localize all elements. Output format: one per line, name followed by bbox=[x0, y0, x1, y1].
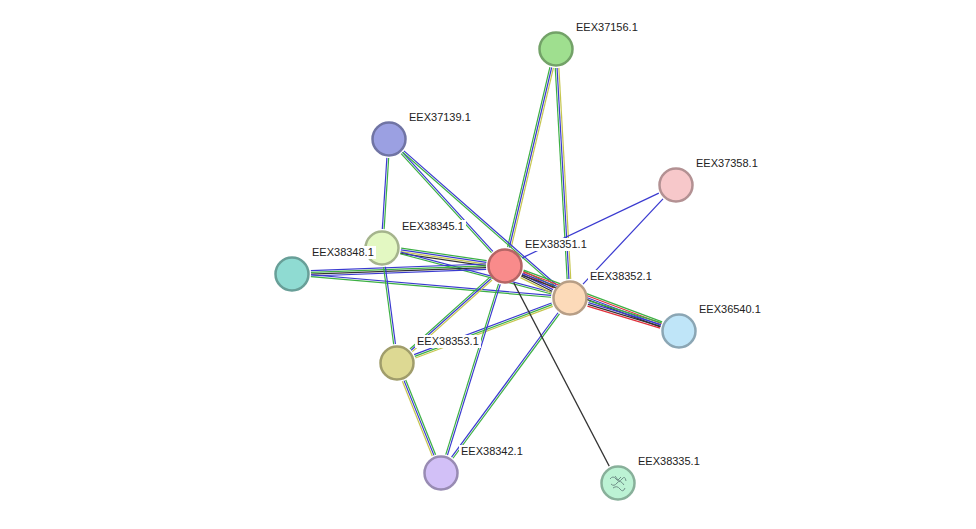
protein-node: EEX37358.1 bbox=[658, 167, 694, 203]
evidence-strand bbox=[311, 269, 486, 276]
protein-node: EEX38342.1 bbox=[423, 455, 459, 491]
protein-node: EEX37156.1 bbox=[538, 31, 574, 67]
node-label: EEX38348.1 bbox=[310, 246, 376, 259]
interaction-edge bbox=[311, 264, 486, 276]
protein-node: EEX36540.1 bbox=[661, 313, 697, 349]
node-label: EEX38352.1 bbox=[588, 270, 654, 283]
evidence-strand bbox=[411, 279, 491, 351]
node-circle bbox=[538, 31, 574, 67]
evidence-strand bbox=[587, 306, 660, 328]
evidence-strand bbox=[401, 248, 486, 260]
protein-node: EEX38353.1 bbox=[379, 345, 415, 381]
node-label: EEX38335.1 bbox=[636, 455, 702, 468]
node-label: EEX36540.1 bbox=[697, 303, 763, 316]
node-label: EEX38342.1 bbox=[459, 445, 525, 458]
node-label: EEX38351.1 bbox=[523, 238, 589, 251]
evidence-strand bbox=[414, 303, 551, 355]
evidence-strand bbox=[588, 304, 661, 326]
evidence-strand bbox=[524, 270, 662, 322]
evidence-strand bbox=[404, 381, 434, 456]
node-label: EEX38345.1 bbox=[400, 220, 466, 233]
evidence-strand bbox=[583, 199, 663, 284]
node-label: EEX37156.1 bbox=[574, 21, 640, 34]
protein-node: EEX38335.1 bbox=[600, 465, 636, 501]
node-circle bbox=[552, 280, 588, 316]
interaction-edge bbox=[508, 67, 554, 248]
interaction-edge bbox=[410, 277, 492, 351]
node-label: EEX37139.1 bbox=[407, 111, 473, 124]
interaction-edge bbox=[446, 284, 500, 455]
evidence-strand bbox=[382, 158, 387, 229]
evidence-strand bbox=[406, 380, 436, 455]
interaction-edge bbox=[384, 267, 396, 345]
protein-node: EEX38348.1 bbox=[274, 256, 310, 292]
evidence-strand bbox=[402, 152, 492, 251]
node-circle bbox=[423, 455, 459, 491]
node-circle bbox=[487, 248, 523, 284]
node-label: EEX38353.1 bbox=[415, 335, 481, 348]
protein-node: EEX37139.1 bbox=[371, 121, 407, 157]
interaction-edge bbox=[401, 152, 493, 252]
protein-node: EEX38352.1 bbox=[552, 280, 588, 316]
interaction-edge bbox=[382, 158, 388, 229]
evidence-strand bbox=[509, 67, 551, 247]
node-circle bbox=[371, 121, 407, 157]
evidence-strand bbox=[402, 381, 432, 456]
evidence-strand bbox=[410, 277, 490, 349]
evidence-strand bbox=[384, 267, 394, 344]
evidence-strand bbox=[508, 67, 550, 247]
node-circle bbox=[379, 345, 415, 381]
evidence-strand bbox=[385, 267, 395, 344]
node-circle bbox=[661, 313, 697, 349]
evidence-strand bbox=[401, 154, 491, 253]
node-circle bbox=[658, 167, 694, 203]
evidence-strand bbox=[412, 280, 492, 352]
node-circle bbox=[274, 256, 310, 292]
evidence-strand bbox=[588, 303, 661, 325]
protein-node: EEX38351.1 bbox=[487, 248, 523, 284]
interaction-edge bbox=[400, 252, 552, 294]
interaction-edge bbox=[402, 380, 435, 456]
interaction-edge bbox=[522, 270, 662, 327]
node-circle bbox=[600, 465, 636, 501]
interaction-edge bbox=[587, 301, 661, 328]
evidence-strand bbox=[511, 68, 553, 248]
structure-icon bbox=[610, 476, 626, 491]
node-label: EEX37358.1 bbox=[694, 157, 760, 170]
evidence-strand bbox=[589, 301, 662, 323]
interaction-edge bbox=[583, 199, 663, 284]
